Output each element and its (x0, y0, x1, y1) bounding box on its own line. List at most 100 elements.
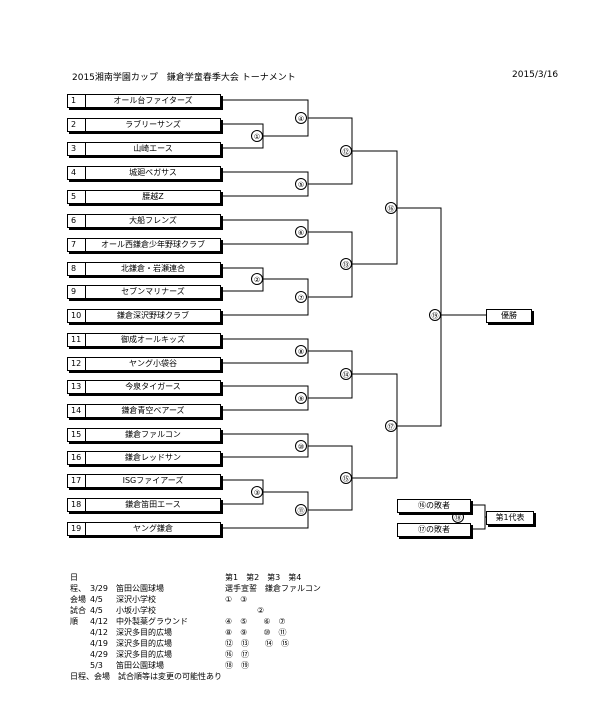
team-row: 18 鎌倉笛田エース (67, 498, 221, 512)
team-name: 鎌倉ファルコン (125, 430, 181, 439)
team-number: 11 (68, 334, 86, 346)
schedule-venue: 深沢多目的広場 (116, 628, 172, 637)
team-number: 5 (68, 191, 86, 203)
schedule-slots: ⑫ ⑬ ⑭ ⑮ (225, 639, 289, 648)
team-number: 7 (68, 239, 86, 251)
match-marker: ⑰ (385, 420, 397, 432)
team-number: 2 (68, 119, 86, 131)
team-name: 御成オールキッズ (121, 335, 185, 344)
page-title: 2015湘南学園カップ 鎌倉学童春季大会 トーナメント (72, 73, 296, 83)
match-marker: ⑪ (295, 504, 307, 516)
schedule-slots: ① ③ (225, 595, 248, 604)
page-date: 2015/3/16 (512, 70, 559, 80)
team-name: 北鎌倉・岩瀬連合 (121, 264, 185, 273)
match-marker: ⑮ (340, 472, 352, 484)
team-row: 8 北鎌倉・岩瀬連合 (67, 262, 221, 276)
team-number: 4 (68, 167, 86, 179)
match-marker: ⑧ (295, 345, 307, 357)
schedule-date: 3/29 (90, 584, 108, 593)
team-row: 12 ヤング小袋谷 (67, 357, 221, 371)
schedule-slots: ② (225, 606, 265, 615)
team-name: 腰越Z (142, 192, 164, 201)
team-row: 6 大船フレンズ (67, 214, 221, 228)
team-row: 5 腰越Z (67, 190, 221, 204)
team-name: オール西鎌倉少年野球クラブ (101, 240, 205, 249)
schedule-date: 4/12 (90, 628, 108, 637)
schedule-slots: ⑯ ⑰ (225, 650, 249, 659)
schedule-date: 5/3 (90, 661, 103, 670)
team-number: 18 (68, 499, 86, 511)
team-row: 17 ISGファイアーズ (67, 474, 221, 488)
team-name: 大船フレンズ (129, 216, 177, 225)
team-row: 4 城廻ペガサス (67, 166, 221, 180)
schedule-header: 日程、会場 試合順 (70, 573, 94, 626)
schedule-venue: 深沢多目的広場 (116, 650, 172, 659)
team-number: 15 (68, 429, 86, 441)
team-name: オール台ファイターズ (113, 96, 193, 105)
match-marker: ⑲ (429, 309, 441, 321)
match-marker: ⑤ (295, 178, 307, 190)
schedule-slots: ⑱ ⑲ (225, 661, 249, 670)
team-number: 9 (68, 286, 86, 298)
team-name: 山崎エース (133, 144, 173, 153)
representative-box: 第1代表 (486, 511, 534, 525)
schedule-slots: 選手宣誓 鎌倉ファルコン (225, 584, 321, 593)
team-number: 3 (68, 143, 86, 155)
team-name: 城廻ペガサス (129, 168, 177, 177)
schedule-footer: 日程、会場 試合順等は変更の可能性あり (70, 672, 222, 681)
match-marker: ⑥ (295, 226, 307, 238)
team-name: 鎌倉笛田エース (125, 500, 181, 509)
match-marker: ⑫ (340, 145, 352, 157)
team-number: 12 (68, 358, 86, 370)
team-row: 16 鎌倉レッドサン (67, 451, 221, 465)
team-row: 13 今泉タイガース (67, 380, 221, 394)
team-row: 10 鎌倉深沢野球クラブ (67, 309, 221, 323)
team-row: 7 オール西鎌倉少年野球クラブ (67, 238, 221, 252)
schedule-venue: 笛田公園球場 (116, 584, 164, 593)
schedule-date: 4/29 (90, 650, 108, 659)
schedule-venue: 小坂小学校 (116, 606, 156, 615)
schedule-venue: 笛田公園球場 (116, 661, 164, 670)
team-name: ヤング小袋谷 (129, 359, 177, 368)
team-number: 6 (68, 215, 86, 227)
match-marker: ⑦ (295, 291, 307, 303)
match-marker: ⑬ (340, 258, 352, 270)
team-number: 8 (68, 263, 86, 275)
schedule-venue: 深沢小学校 (116, 595, 156, 604)
team-number: 19 (68, 523, 86, 535)
match-marker: ⑭ (340, 368, 352, 380)
schedule-slots: ④ ⑤ ⑥ ⑦ (225, 617, 286, 626)
match-marker: ⑩ (295, 440, 307, 452)
team-row: 3 山崎エース (67, 142, 221, 156)
team-number: 16 (68, 452, 86, 464)
team-row: 15 鎌倉ファルコン (67, 428, 221, 442)
match-marker: ② (251, 273, 263, 285)
match-marker: ⑨ (295, 392, 307, 404)
schedule-venue: 中外製薬グラウンド (116, 617, 188, 626)
team-name: セブンマリナーズ (121, 287, 185, 296)
match-marker: ① (251, 130, 263, 142)
schedule-date: 4/12 (90, 617, 108, 626)
team-number: 13 (68, 381, 86, 393)
team-name: 鎌倉深沢野球クラブ (117, 311, 189, 320)
team-name: 鎌倉レッドサン (125, 453, 181, 462)
team-number: 14 (68, 405, 86, 417)
team-name: ヤング鎌倉 (133, 524, 173, 533)
team-number: 10 (68, 310, 86, 322)
team-name: ISGファイアーズ (122, 476, 184, 485)
schedule-slot-header: 第1 第2 第3 第4 (225, 573, 302, 582)
team-name: 今泉タイガース (125, 382, 181, 391)
schedule-date: 4/5 (90, 595, 103, 604)
team-number: 17 (68, 475, 86, 487)
schedule-date: 4/5 (90, 606, 103, 615)
match-marker: ③ (251, 486, 263, 498)
match-marker: ④ (295, 112, 307, 124)
team-row: 11 御成オールキッズ (67, 333, 221, 347)
loser16-box: ⑯の敗者 (397, 499, 471, 513)
schedule-venue: 深沢多目的広場 (116, 639, 172, 648)
team-name: 鎌倉青空ベアーズ (121, 406, 185, 415)
team-row: 14 鎌倉青空ベアーズ (67, 404, 221, 418)
